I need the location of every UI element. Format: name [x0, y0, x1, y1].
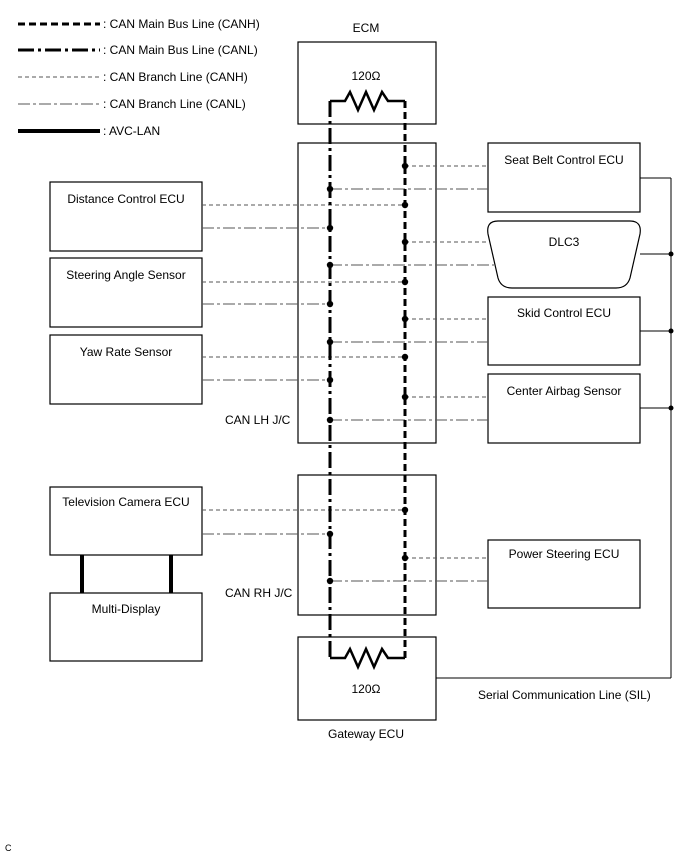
distance-control-ecu-label: Distance Control ECU: [67, 192, 184, 206]
ecm-resistor-label: 120Ω: [352, 69, 381, 83]
steering-angle-sensor-box: [49, 257, 203, 328]
yaw-rate-sensor-box: [49, 334, 203, 405]
junction-dot: [401, 278, 409, 286]
television-camera-ecu-label: Television Camera ECU: [62, 495, 189, 509]
junction-dot: [326, 261, 334, 269]
junction-dot: [326, 416, 334, 424]
junction-dot: [401, 238, 409, 246]
junction-dot: [401, 506, 409, 514]
gateway-resistor-label: 120Ω: [352, 682, 381, 696]
legend-label: : CAN Branch Line (CANL): [103, 97, 246, 111]
junction-dot: [401, 162, 409, 170]
multi-display-label: Multi-Display: [92, 602, 161, 616]
junction-dot: [401, 554, 409, 562]
junction-dot: [401, 201, 409, 209]
sil-label: Serial Communication Line (SIL): [478, 688, 651, 702]
junction-dots: [326, 162, 409, 585]
gateway-resistor: [330, 645, 405, 671]
center-airbag-sensor-box: [487, 373, 641, 444]
junction-dot: [401, 315, 409, 323]
can-rh-jc-label: CAN RH J/C: [225, 586, 293, 600]
legend-label: : CAN Main Bus Line (CANL): [103, 43, 258, 57]
center-airbag-sensor-label: Center Airbag Sensor: [507, 384, 622, 398]
junction-dot: [326, 376, 334, 384]
can-lh-jc-box: [297, 142, 437, 444]
legend-label: : AVC-LAN: [103, 124, 160, 138]
multi-display-box: [49, 592, 203, 662]
junction-dot: [668, 405, 674, 411]
left-branch-lines: [202, 204, 405, 535]
sil-lines: [436, 177, 672, 679]
ecm-box: [297, 41, 437, 125]
right-branch-lines: [330, 165, 494, 582]
skid-control-ecu-label: Skid Control ECU: [517, 306, 611, 320]
junction-dot: [401, 393, 409, 401]
seat-belt-control-ecu-label: Seat Belt Control ECU: [504, 153, 623, 167]
junction-dot: [326, 530, 334, 538]
corner-mark: C: [5, 843, 12, 853]
junction-dot: [326, 577, 334, 585]
junction-dot: [326, 338, 334, 346]
ecm-title: ECM: [353, 21, 380, 35]
legend-label: : CAN Main Bus Line (CANH): [103, 17, 260, 31]
legend: : CAN Main Bus Line (CANH) : CAN Main Bu…: [18, 17, 260, 138]
sil-junction-dots: [668, 251, 674, 411]
steering-angle-sensor-label: Steering Angle Sensor: [66, 268, 185, 282]
junction-dot: [668, 251, 674, 257]
can-lh-jc-label: CAN LH J/C: [225, 413, 291, 427]
junction-dot: [326, 185, 334, 193]
junction-dot: [401, 353, 409, 361]
gateway-ecu-title: Gateway ECU: [328, 727, 404, 741]
power-steering-ecu-label: Power Steering ECU: [509, 547, 620, 561]
junction-dot: [326, 300, 334, 308]
seat-belt-control-ecu-box: [487, 142, 641, 213]
dlc3-connector-shape: [487, 220, 641, 289]
distance-control-ecu-box: [49, 181, 203, 252]
can-rh-jc-box: [297, 474, 437, 616]
television-camera-ecu-box: [49, 486, 203, 556]
power-steering-ecu-box: [487, 539, 641, 609]
junction-dot: [668, 328, 674, 334]
ecm-resistor: [330, 88, 405, 114]
yaw-rate-sensor-label: Yaw Rate Sensor: [80, 345, 173, 359]
legend-label: : CAN Branch Line (CANH): [103, 70, 248, 84]
junction-dot: [326, 224, 334, 232]
dlc3-label: DLC3: [549, 235, 580, 249]
